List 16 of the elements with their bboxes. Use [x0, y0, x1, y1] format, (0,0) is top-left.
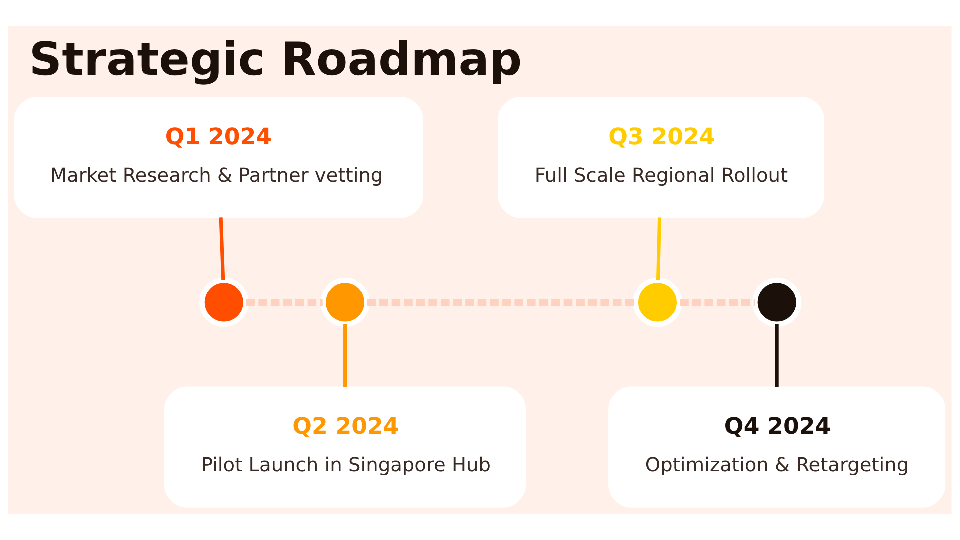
node-box: Q4 2024 Optimization & Retargeting [608, 386, 946, 508]
node-circle [633, 278, 682, 328]
connector [656, 218, 662, 280]
connector [367, 298, 636, 306]
connector [775, 324, 779, 388]
diagram-title: Strategic Roadmap [29, 32, 522, 86]
node-circle [320, 278, 370, 328]
node-box: Q3 2024 Full Scale Regional Rollout [498, 97, 824, 218]
node-circle [752, 278, 802, 328]
node-box: Q1 2024 Market Research & Partner vetting [14, 97, 424, 218]
connector [219, 218, 226, 280]
node-circle [200, 278, 249, 328]
connector [344, 324, 348, 388]
node-box: Q2 2024 Pilot Launch in Singapore Hub [164, 386, 526, 508]
connector [246, 298, 323, 306]
connector [680, 298, 756, 306]
